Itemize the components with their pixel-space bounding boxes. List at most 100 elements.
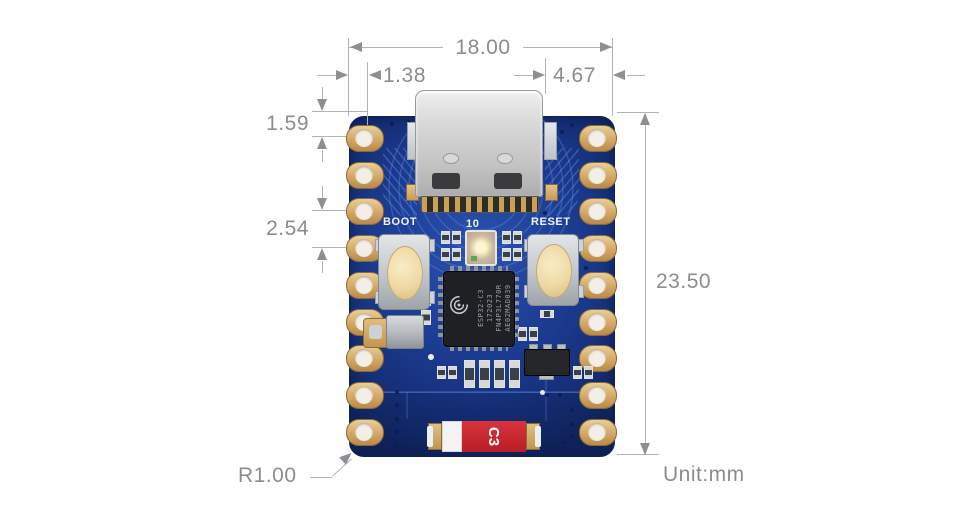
arrow-right-icon: [533, 70, 545, 80]
arrow-down-icon: [640, 443, 650, 455]
usb-slot-right: [494, 173, 522, 189]
reset-label: RESET: [531, 216, 571, 228]
dim-line: [514, 75, 533, 76]
smd-passive: [518, 327, 527, 341]
chip-pins-right: [513, 277, 519, 339]
smd-passive: [513, 231, 522, 244]
via-dot: [563, 441, 567, 445]
via-dot: [390, 122, 394, 126]
arrow-left-icon: [350, 42, 362, 52]
dim-line: [523, 47, 612, 48]
crystal-32k: [363, 318, 390, 348]
via-dot: [395, 403, 399, 407]
via-dot: [395, 430, 399, 434]
smd-passive: [452, 248, 461, 261]
via-dot: [395, 417, 399, 421]
smd-passive: [494, 360, 505, 388]
solder-dot: [428, 354, 434, 360]
dim-pad-edge-offset: 1.38: [383, 64, 426, 87]
ldo-regulator: [524, 349, 570, 376]
via-dot: [570, 422, 574, 426]
via-dot: [570, 408, 574, 412]
esp32-c3-chip: [443, 271, 515, 347]
smd-passive: [509, 360, 520, 388]
smd-passive: [441, 248, 450, 261]
dim-usb-edge-offset: 4.67: [553, 64, 596, 87]
via-dot: [560, 130, 564, 134]
usb-shield-tab-right: [544, 122, 557, 160]
pad-hole: [588, 423, 606, 441]
ext-line: [617, 112, 659, 113]
via-dot: [570, 123, 574, 127]
io10-label: 10: [466, 218, 480, 230]
smd-passive: [584, 366, 593, 379]
dim-line: [322, 150, 323, 162]
arrow-left-icon: [613, 70, 625, 80]
smd-passive: [529, 327, 538, 341]
via-dot: [395, 443, 399, 447]
arrow-up-icon: [640, 113, 650, 125]
smd-passive: [502, 231, 511, 244]
arrow-down-icon: [317, 198, 327, 210]
arrow-up-icon: [317, 137, 327, 149]
arrow-left-icon: [369, 70, 381, 80]
dim-line: [349, 47, 443, 48]
dim-line: [627, 75, 645, 76]
dim-line: [317, 75, 337, 76]
reset-button-cap: [536, 244, 572, 298]
arrow-right-icon: [336, 70, 348, 80]
pad-hole: [588, 349, 606, 367]
antenna-pad-left: [427, 423, 442, 450]
dim-board-height: 23.50: [656, 270, 712, 293]
dim-corner-radius: R1.00: [238, 464, 297, 487]
via-dot: [543, 211, 547, 215]
chip-pins-left: [438, 277, 444, 339]
smd-passive: [441, 231, 450, 244]
ext-line-usb-edge: [545, 58, 546, 94]
pad-hole: [355, 386, 373, 404]
ext-line: [312, 247, 368, 248]
via-dot: [558, 393, 562, 397]
usb-pin-row: [421, 196, 539, 213]
antenna-marking: C3: [485, 426, 503, 447]
dim-line: [322, 261, 323, 273]
antenna-white-segment: [442, 421, 462, 452]
dim-pad-pitch: 2.54: [266, 217, 309, 240]
pad-hole: [588, 276, 606, 294]
chip-pins-top: [450, 266, 508, 272]
ext-line-pad-column: [367, 62, 368, 126]
dim-pad-top-offset: 1.59: [266, 112, 309, 135]
usb-gold-pad-right: [545, 184, 558, 201]
pad-hole: [588, 166, 606, 184]
boot-label: BOOT: [383, 216, 418, 228]
smd-passive: [513, 248, 522, 261]
boot-button-cap: [387, 246, 423, 300]
smd-passive: [437, 366, 446, 379]
smd-passive: [540, 310, 554, 318]
dim-line: [322, 186, 323, 198]
pad-hole: [355, 239, 373, 257]
espressif-logo-icon: [450, 296, 468, 314]
smd-passive: [464, 360, 475, 388]
pad-hole: [588, 202, 606, 220]
pad-hole: [588, 313, 606, 331]
antenna-pad-right: [526, 423, 541, 450]
pad-hole: [355, 129, 373, 147]
via-dot: [395, 390, 399, 394]
pad-hole: [355, 166, 373, 184]
chip-pins-bottom: [450, 345, 508, 351]
via-dot: [545, 393, 549, 397]
pad-hole: [588, 239, 606, 257]
rgb-led: [465, 230, 497, 266]
pad-hole: [355, 349, 373, 367]
smd-passive: [502, 248, 511, 261]
chip-marking: ESP32-C3 172023 FN4P3L770R AE02MAD039: [477, 284, 512, 332]
dim-board-width: 18.00: [455, 36, 511, 59]
via-dot: [570, 435, 574, 439]
arrow-down-icon: [317, 99, 327, 111]
solder-dot: [540, 390, 545, 395]
crystal-oscillator: [386, 315, 424, 349]
dim-line: [645, 114, 646, 454]
ext-line: [617, 454, 659, 455]
